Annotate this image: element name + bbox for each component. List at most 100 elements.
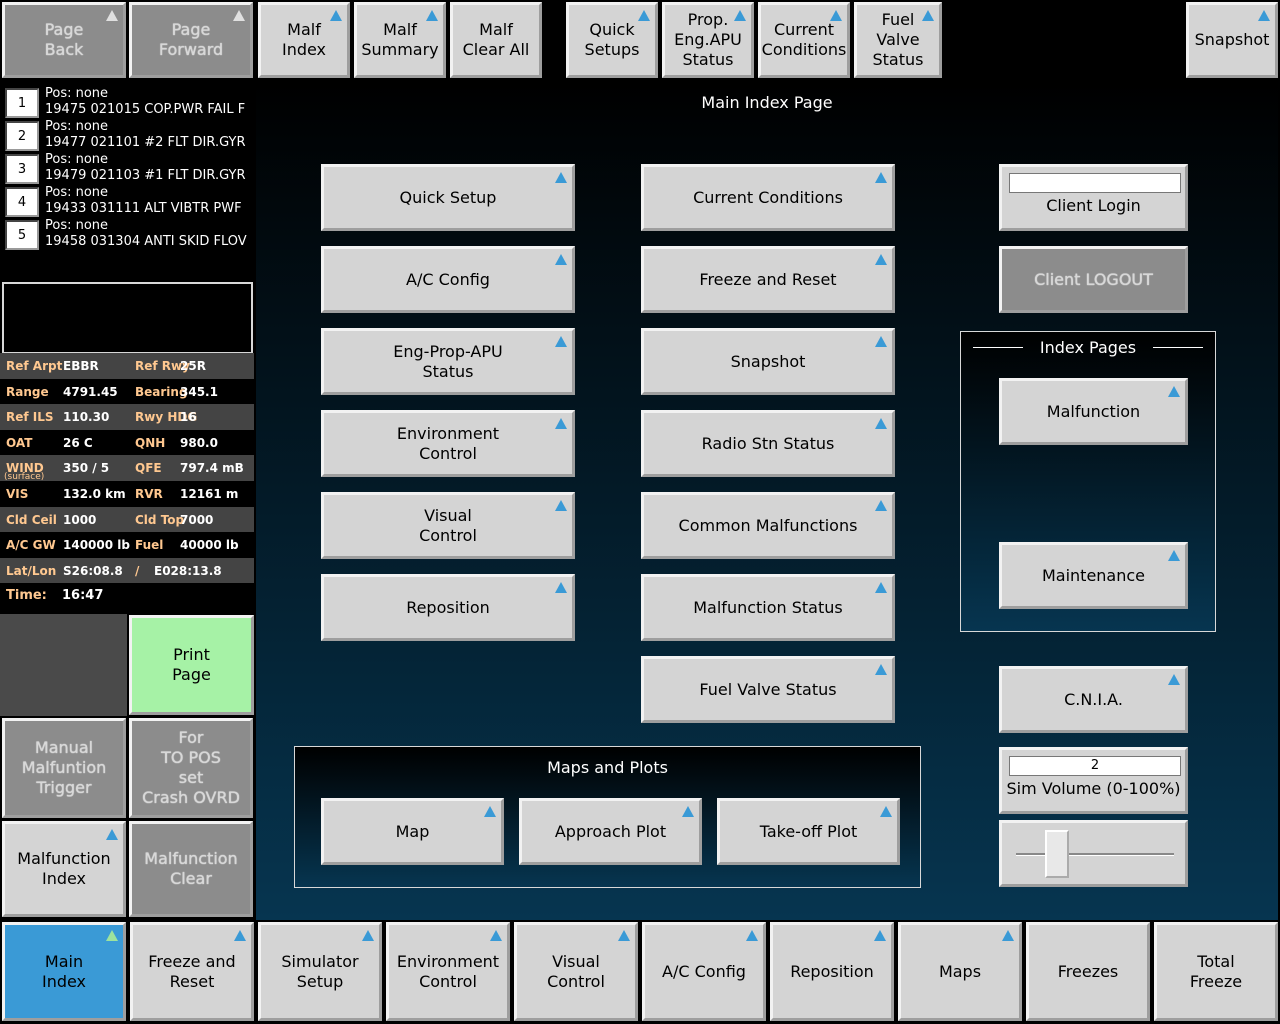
- divider: [973, 347, 1023, 348]
- maintenance-button[interactable]: Maintenance: [999, 542, 1188, 609]
- client-login-button[interactable]: Client Login: [999, 164, 1188, 231]
- current-conditions-top-button[interactable]: Current Conditions: [758, 2, 850, 78]
- slot-number[interactable]: 4: [5, 187, 39, 217]
- malfunction-index-page-button[interactable]: Malfunction: [999, 378, 1188, 445]
- malfunction-index-button[interactable]: Malfunction Index: [2, 821, 126, 917]
- malfunction-index-label: Malfunction Index: [17, 849, 111, 888]
- quick-setup-button[interactable]: Quick Setup: [321, 164, 575, 231]
- freeze-and-reset-label: Freeze and Reset: [148, 951, 236, 991]
- left-spacer: [0, 614, 127, 716]
- malfunction-status-button[interactable]: Malfunction Status: [641, 574, 895, 641]
- simulator-setup-tab[interactable]: Simulator Setup: [258, 922, 382, 1021]
- freeze-and-reset-label: Freeze and Reset: [699, 269, 837, 289]
- slot-number[interactable]: 1: [5, 88, 39, 118]
- snapshot-button[interactable]: Snapshot: [641, 328, 895, 395]
- slot-pos: Pos: none: [45, 185, 109, 200]
- map-button[interactable]: Map: [321, 798, 504, 865]
- fuel-valve-status-top-button[interactable]: Fuel Valve Status: [854, 2, 942, 78]
- expand-icon: [638, 10, 650, 21]
- expand-icon: [1168, 386, 1180, 397]
- page-forward-button[interactable]: Page Forward: [129, 2, 253, 78]
- client-logout-label: Client LOGOUT: [1034, 269, 1153, 289]
- malf-index-button[interactable]: Malf Index: [258, 2, 350, 78]
- slot-pos: Pos: none: [45, 218, 109, 233]
- takeoff-plot-button[interactable]: Take-off Plot: [717, 798, 900, 865]
- ac-config-tab[interactable]: A/C Config: [642, 922, 766, 1021]
- ac-config-button[interactable]: A/C Config: [321, 246, 575, 313]
- reposition-tab[interactable]: Reposition: [770, 922, 894, 1021]
- slot-number[interactable]: 2: [5, 121, 39, 151]
- expand-icon: [875, 582, 887, 593]
- status-label: Cld Top: [135, 512, 185, 527]
- quick-setups-button[interactable]: Quick Setups: [566, 2, 658, 78]
- main-index-tab[interactable]: Main Index: [2, 922, 126, 1021]
- slot-code: 19477 021101 #2 FLT DIR.GYR: [45, 135, 246, 150]
- malfunction-clear-button[interactable]: Malfunction Clear: [129, 821, 253, 917]
- print-page-button[interactable]: Print Page: [129, 615, 254, 715]
- status-value: 350 / 5: [63, 461, 110, 476]
- status-value: 16:47: [62, 588, 104, 604]
- environment-control-button[interactable]: Environment Control: [321, 410, 575, 477]
- current-conditions-button[interactable]: Current Conditions: [641, 164, 895, 231]
- freezes-tab[interactable]: Freezes: [1026, 922, 1150, 1021]
- status-value: 797.4 mB: [180, 461, 244, 476]
- status-label: Bearing: [135, 384, 188, 399]
- client-login-input[interactable]: [1009, 173, 1181, 193]
- crash-ovrd-button[interactable]: For TO POS set Crash OVRD: [129, 718, 253, 818]
- slot-code: 19458 031304 ANTI SKID FLOV: [45, 234, 247, 249]
- freezes-label: Freezes: [1057, 961, 1119, 981]
- manual-malfunction-trigger-button[interactable]: Manual Malfuntion Trigger: [2, 718, 126, 818]
- prop-eng-apu-status-button[interactable]: Prop. Eng.APU Status: [662, 2, 754, 78]
- status-value: 26 C: [63, 435, 93, 450]
- malf-summary-button[interactable]: Malf Summary: [354, 2, 446, 78]
- fuel-valve-status-button[interactable]: Fuel Valve Status: [641, 656, 895, 723]
- reposition-button[interactable]: Reposition: [321, 574, 575, 641]
- total-freeze-tab[interactable]: Total Freeze: [1154, 922, 1278, 1021]
- slot-number[interactable]: 5: [5, 220, 39, 250]
- eng-prop-apu-status-label: Eng-Prop-APU Status: [393, 341, 503, 381]
- common-malfunctions-button[interactable]: Common Malfunctions: [641, 492, 895, 559]
- expand-icon: [555, 336, 567, 347]
- common-malfunctions-label: Common Malfunctions: [678, 515, 858, 535]
- malf-clear-all-button[interactable]: Malf Clear All: [450, 2, 542, 78]
- status-label: Lat/Lon: [6, 563, 57, 578]
- page-back-button[interactable]: Page Back: [2, 2, 126, 78]
- expand-icon: [1258, 10, 1270, 21]
- maintenance-label: Maintenance: [1041, 565, 1146, 585]
- visual-control-button[interactable]: Visual Control: [321, 492, 575, 559]
- freeze-and-reset-button[interactable]: Freeze and Reset: [641, 246, 895, 313]
- page-back-label: Page Back: [44, 20, 84, 59]
- quick-setups-label: Quick Setups: [584, 20, 640, 59]
- slider-thumb[interactable]: [1045, 830, 1070, 878]
- eng-prop-apu-status-button[interactable]: Eng-Prop-APU Status: [321, 328, 575, 395]
- status-value: 16: [180, 410, 197, 425]
- index-pages-title: Index Pages: [1039, 338, 1137, 357]
- map-label: Map: [395, 821, 430, 841]
- client-logout-button[interactable]: Client LOGOUT: [999, 246, 1188, 313]
- cnia-button[interactable]: C.N.I.A.: [999, 666, 1188, 733]
- radio-stn-status-button[interactable]: Radio Stn Status: [641, 410, 895, 477]
- sim-volume-slider[interactable]: [999, 820, 1188, 887]
- expand-icon: [330, 10, 342, 21]
- environment-control-tab[interactable]: Environment Control: [386, 922, 510, 1021]
- sim-volume-value[interactable]: 2: [1009, 756, 1181, 776]
- freeze-and-reset-tab[interactable]: Freeze and Reset: [130, 922, 254, 1021]
- current-conditions-label: Current Conditions: [693, 187, 843, 207]
- maps-tab[interactable]: Maps: [898, 922, 1022, 1021]
- expand-icon: [875, 172, 887, 183]
- slot-number[interactable]: 3: [5, 154, 39, 184]
- approach-plot-button[interactable]: Approach Plot: [519, 798, 702, 865]
- takeoff-plot-label: Take-off Plot: [759, 821, 858, 841]
- status-label: Ref Rwy: [135, 359, 190, 373]
- page-title: Main Index Page: [701, 93, 833, 112]
- visual-control-tab[interactable]: Visual Control: [514, 922, 638, 1021]
- snapshot-top-button[interactable]: Snapshot: [1186, 2, 1278, 78]
- expand-icon: [490, 930, 502, 941]
